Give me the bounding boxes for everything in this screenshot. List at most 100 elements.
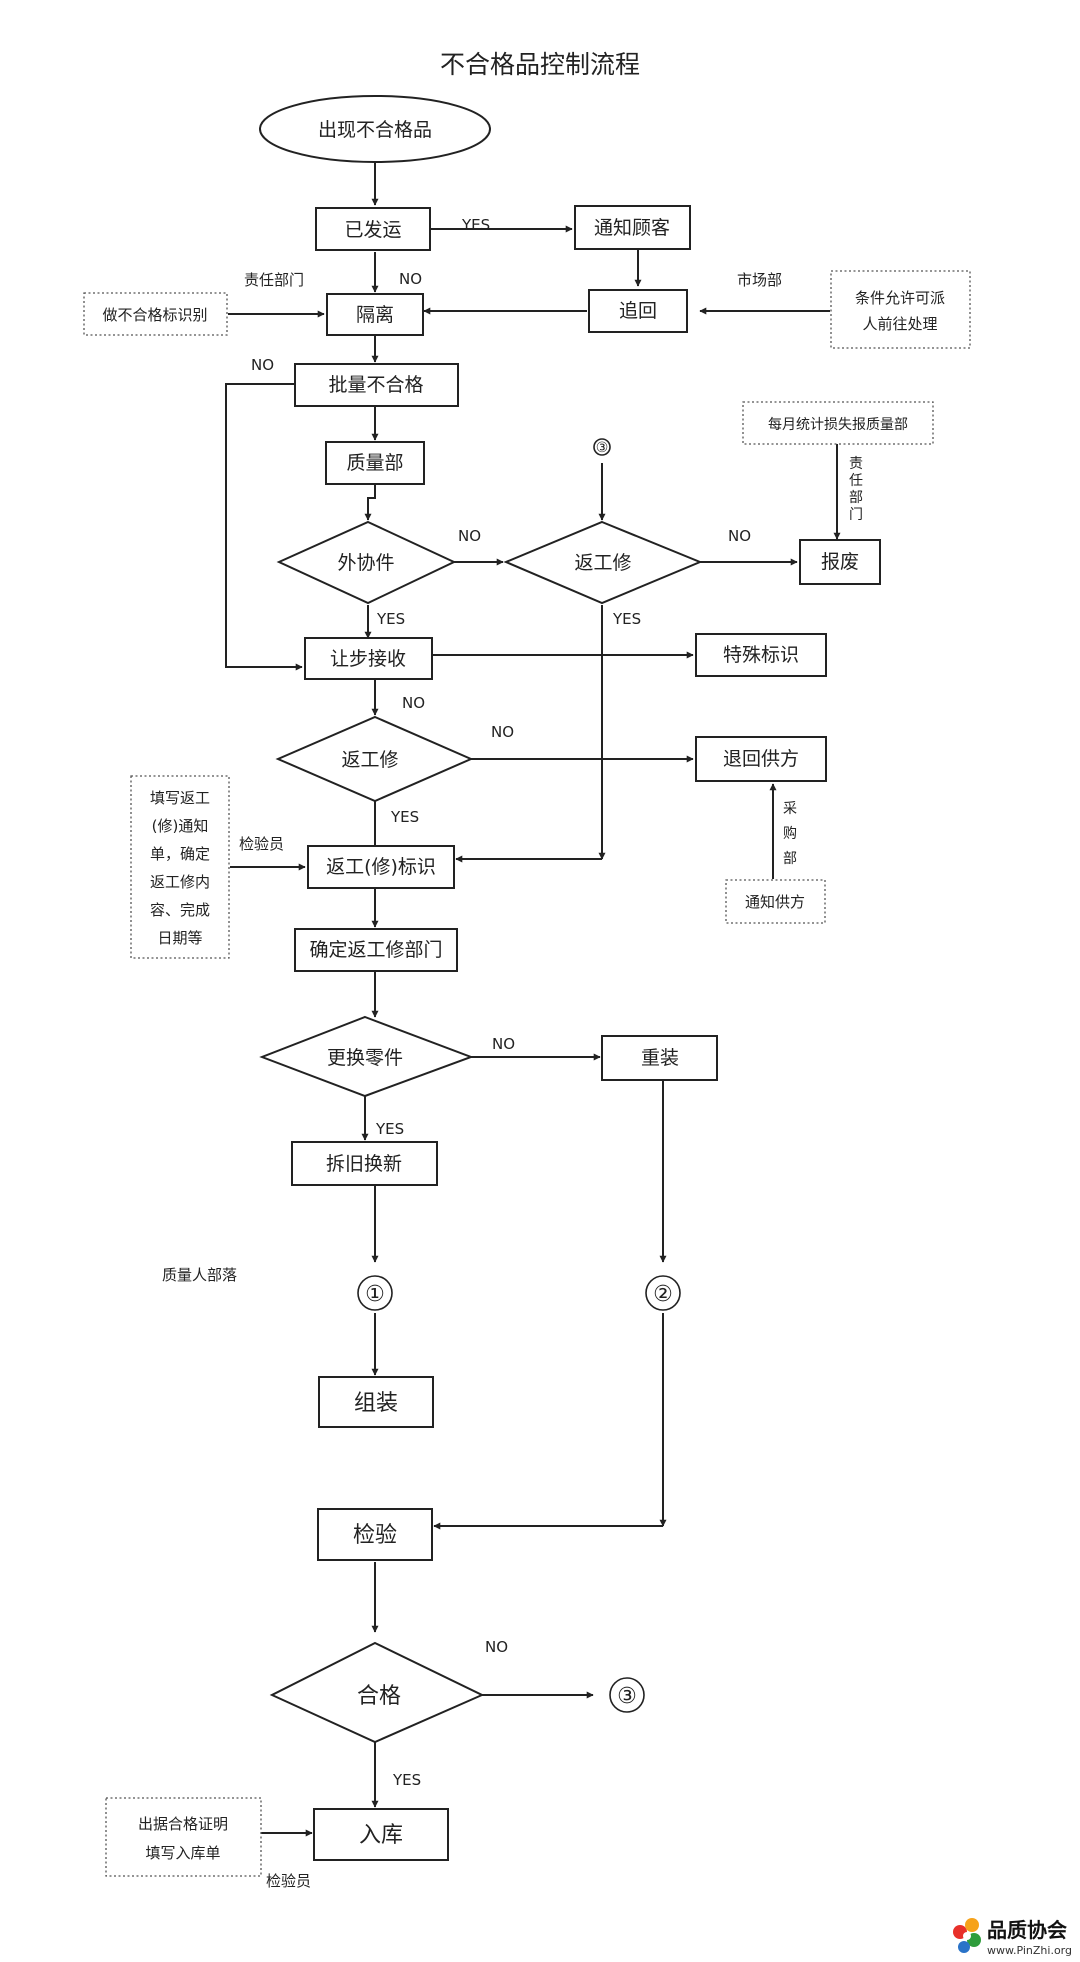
label-yes-shipped: YES bbox=[461, 216, 490, 234]
decision-rework-1: 返工修 bbox=[503, 520, 703, 605]
svg-text:返工(修)标识: 返工(修)标识 bbox=[326, 856, 436, 878]
page-title: 不合格品控制流程 bbox=[440, 50, 640, 79]
svg-text:①: ① bbox=[365, 1282, 385, 1307]
svg-text:单，确定: 单，确定 bbox=[150, 845, 210, 863]
watermark: 品质协会 www.PinZhi.org bbox=[953, 1918, 1072, 1957]
connector-3-bottom: ③ bbox=[609, 1677, 645, 1713]
node-recall: 追回 bbox=[588, 289, 688, 333]
svg-text:质量部: 质量部 bbox=[346, 452, 403, 474]
label-resp-dept-vertical: 责 任 部 门 bbox=[849, 456, 863, 523]
node-isolate: 隔离 bbox=[326, 293, 424, 336]
label-no-shipped: NO bbox=[399, 270, 422, 288]
svg-text:报废: 报废 bbox=[821, 551, 859, 573]
svg-text:检验: 检验 bbox=[353, 1523, 397, 1548]
node-batch-nonconforming: 批量不合格 bbox=[294, 363, 459, 407]
node-confirm-rework-dept: 确定返工修部门 bbox=[294, 928, 458, 972]
label-no-qualified: NO bbox=[485, 1638, 508, 1656]
note-notify-supplier: 通知供方 bbox=[725, 879, 826, 924]
svg-text:隔离: 隔离 bbox=[356, 304, 394, 326]
svg-text:③: ③ bbox=[617, 1684, 637, 1709]
svg-text:部: 部 bbox=[849, 490, 863, 506]
svg-text:已发运: 已发运 bbox=[344, 219, 401, 241]
svg-text:日期等: 日期等 bbox=[157, 929, 202, 947]
label-purchasing-vertical: 采 购 部 bbox=[783, 801, 797, 867]
note-monthly-report: 每月统计损失报质量部 bbox=[742, 401, 934, 445]
edge-labels: YES NO 责任部门 市场部 NO NO NO YES YES NO NO Y… bbox=[162, 216, 863, 1890]
svg-text:让步接收: 让步接收 bbox=[330, 648, 406, 670]
svg-text:退回供方: 退回供方 bbox=[723, 748, 799, 770]
node-quality-dept: 质量部 bbox=[325, 441, 425, 485]
decision-outsourced: 外协件 bbox=[276, 520, 457, 605]
svg-text:通知顾客: 通知顾客 bbox=[594, 217, 670, 239]
label-yes-rework-2: YES bbox=[390, 808, 419, 826]
svg-text:外协件: 外协件 bbox=[337, 552, 394, 574]
svg-text:填写返工: 填写返工 bbox=[150, 789, 210, 807]
svg-text:追回: 追回 bbox=[619, 300, 657, 322]
svg-text:每月统计损失报质量部: 每月统计损失报质量部 bbox=[768, 417, 908, 433]
svg-text:填写入库单: 填写入库单 bbox=[145, 1844, 220, 1862]
svg-text:通知供方: 通知供方 bbox=[745, 893, 805, 911]
svg-text:返工修内: 返工修内 bbox=[150, 873, 210, 891]
svg-text:更换零件: 更换零件 bbox=[327, 1047, 403, 1069]
svg-text:人前往处理: 人前往处理 bbox=[862, 315, 937, 333]
node-warehouse: 入库 bbox=[313, 1808, 449, 1861]
svg-text:③: ③ bbox=[596, 440, 609, 456]
svg-text:采: 采 bbox=[783, 801, 797, 817]
svg-text:返工修: 返工修 bbox=[574, 552, 631, 574]
node-notify-customer: 通知顾客 bbox=[574, 205, 691, 250]
svg-text:购: 购 bbox=[783, 826, 797, 842]
node-shipped: 已发运 bbox=[315, 207, 431, 251]
decision-qualified: 合格 bbox=[269, 1641, 485, 1744]
label-no-concession: NO bbox=[402, 694, 425, 712]
label-resp-dept: 责任部门 bbox=[244, 271, 304, 289]
svg-text:(修)通知: (修)通知 bbox=[152, 817, 209, 835]
svg-text:重装: 重装 bbox=[641, 1047, 679, 1069]
label-no-outsourced: NO bbox=[458, 527, 481, 545]
node-rework-mark: 返工(修)标识 bbox=[307, 845, 455, 889]
svg-text:合格: 合格 bbox=[357, 1684, 401, 1709]
node-reassemble: 重装 bbox=[601, 1035, 718, 1081]
note-fill-rework: 填写返工 (修)通知 单，确定 返工修内 容、完成 日期等 bbox=[130, 775, 230, 959]
svg-text:拆旧换新: 拆旧换新 bbox=[326, 1153, 402, 1175]
node-dismantle-replace: 拆旧换新 bbox=[291, 1141, 438, 1186]
svg-text:出据合格证明: 出据合格证明 bbox=[138, 1815, 228, 1833]
label-yes-replace: YES bbox=[375, 1120, 404, 1138]
watermark-url: www.PinZhi.org bbox=[987, 1944, 1072, 1957]
label-no-replace: NO bbox=[492, 1035, 515, 1053]
node-inspect: 检验 bbox=[317, 1508, 433, 1561]
svg-text:②: ② bbox=[653, 1282, 673, 1307]
label-yes-outsourced: YES bbox=[376, 610, 405, 628]
note-nonconform-mark: 做不合格标识别 bbox=[83, 292, 228, 336]
connector-3-top: ③ bbox=[593, 438, 611, 456]
svg-text:容、完成: 容、完成 bbox=[150, 901, 210, 919]
svg-text:批量不合格: 批量不合格 bbox=[328, 374, 423, 396]
node-assemble: 组装 bbox=[318, 1376, 434, 1428]
svg-text:部: 部 bbox=[783, 851, 797, 867]
svg-text:条件允许可派: 条件允许可派 bbox=[855, 289, 945, 307]
svg-text:组装: 组装 bbox=[354, 1391, 398, 1416]
svg-text:做不合格标识别: 做不合格标识别 bbox=[102, 306, 207, 324]
svg-text:入库: 入库 bbox=[359, 1823, 403, 1848]
node-special-mark: 特殊标识 bbox=[695, 633, 827, 677]
svg-text:出现不合格品: 出现不合格品 bbox=[318, 119, 432, 141]
label-yes-rework-1: YES bbox=[612, 610, 641, 628]
label-inspector: 检验员 bbox=[239, 835, 284, 853]
label-no-rework-1: NO bbox=[728, 527, 751, 545]
node-start: 出现不合格品 bbox=[259, 95, 491, 163]
node-concession: 让步接收 bbox=[304, 637, 433, 680]
label-quality-personnel: 质量人部落 bbox=[162, 1266, 237, 1284]
node-return-supplier: 退回供方 bbox=[695, 736, 827, 782]
label-yes-qualified: YES bbox=[392, 1771, 421, 1789]
watermark-name: 品质协会 bbox=[987, 1918, 1067, 1942]
decision-replace-parts: 更换零件 bbox=[259, 1015, 474, 1098]
label-market-dept: 市场部 bbox=[737, 271, 782, 289]
label-inspector-2: 检验员 bbox=[266, 1872, 311, 1890]
svg-text:确定返工修部门: 确定返工修部门 bbox=[309, 939, 442, 961]
connector-lines bbox=[225, 162, 841, 1837]
note-dispatch-allowed: 条件允许可派 人前往处理 bbox=[830, 270, 971, 349]
note-certificate: 出据合格证明 填写入库单 bbox=[105, 1797, 262, 1877]
connector-2: ② bbox=[645, 1275, 681, 1311]
label-no-batch: NO bbox=[251, 356, 274, 374]
decision-rework-2: 返工修 bbox=[275, 715, 474, 803]
